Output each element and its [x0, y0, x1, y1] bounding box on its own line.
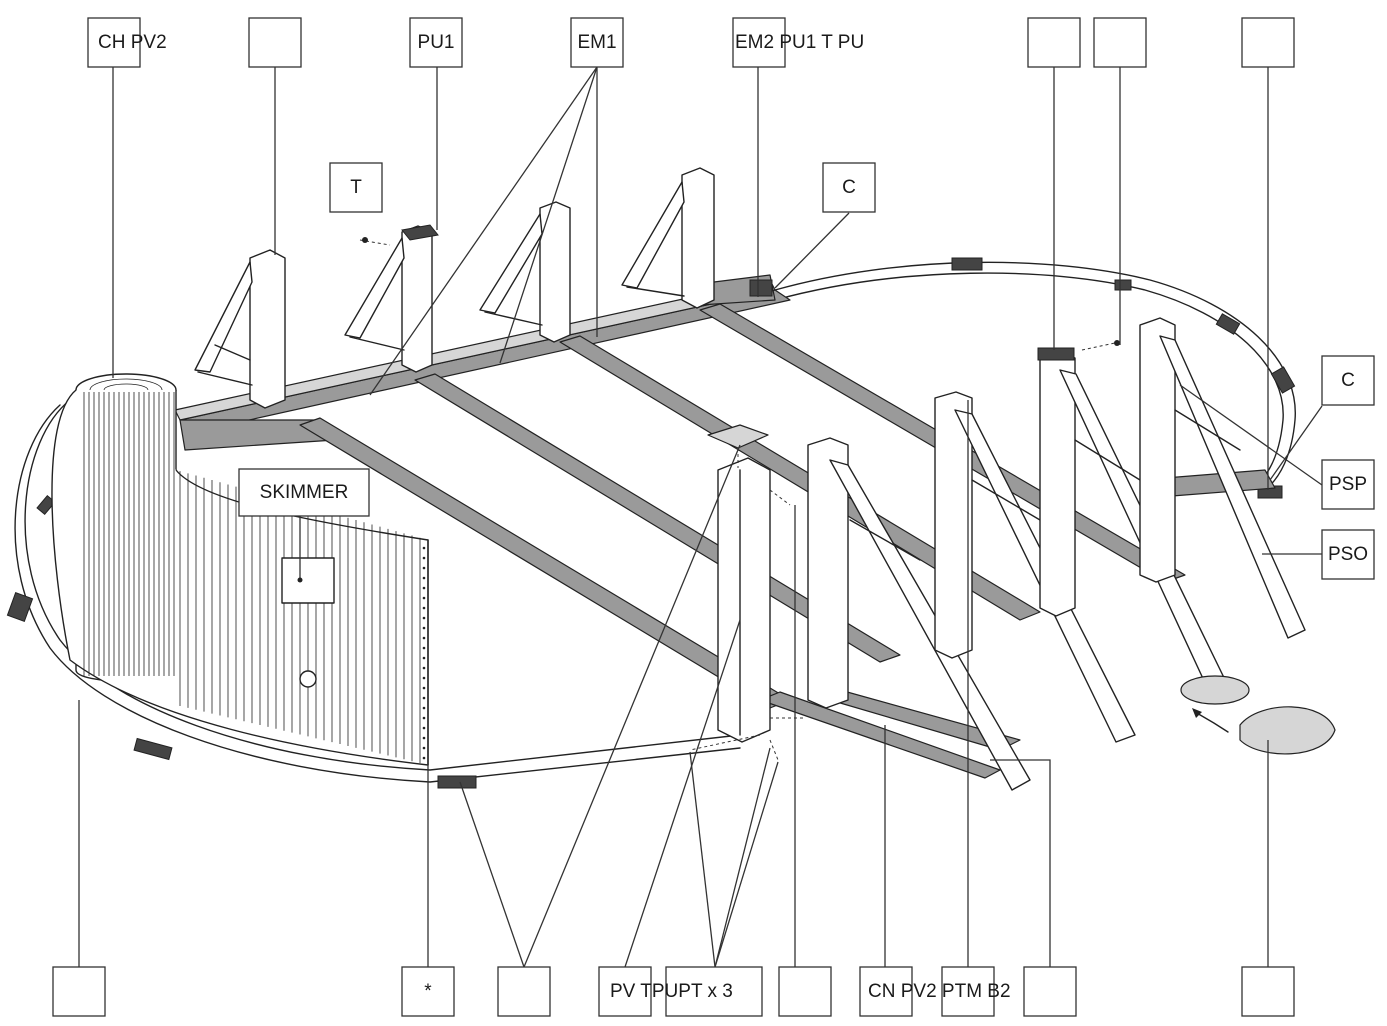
svg-text:PV TPUPT x 3: PV TPUPT x 3: [610, 981, 733, 1002]
pool-wall: [51, 373, 429, 766]
front-uprights: [807, 317, 1306, 791]
label-pso: PSO: [1321, 529, 1375, 580]
svg-text:CH PV2: CH PV2: [98, 32, 167, 53]
rivet-column: [422, 546, 426, 760]
label-bottom-blank-3: [778, 966, 832, 1017]
label-em1: EM1: [570, 17, 624, 68]
label-top-blank-4: [1241, 17, 1295, 68]
wall-stripes: [83, 392, 421, 764]
bottom-label-row: * PV TPUPT x 3 CN PV2 PTM B2: [52, 966, 1295, 1017]
label-bottom-blank-4: [1241, 966, 1295, 1017]
skimmer-point: [297, 577, 303, 583]
back-uprights: [194, 167, 715, 409]
label-top-blank-3: [1093, 17, 1147, 68]
svg-text:C: C: [1341, 370, 1355, 391]
svg-text:SKIMMER: SKIMMER: [260, 482, 349, 503]
side-labels: T C C PSP PSO SKIMMER: [238, 162, 1375, 580]
label-psp: PSP: [1321, 459, 1375, 510]
label-skimmer: SKIMMER: [238, 468, 370, 517]
svg-text:*: *: [424, 981, 432, 1002]
pool-drawing: [6, 167, 1336, 791]
label-em2-pu1-t-pu: EM2 PU1 T PU: [732, 17, 864, 68]
label-cn-pv2-ptm-b2: CN PV2 PTM B2: [859, 966, 1077, 1017]
screws: [359, 237, 1120, 351]
label-asterisk: *: [401, 966, 455, 1017]
svg-text:PU1: PU1: [418, 32, 455, 53]
label-bottom-blank-2: [497, 966, 551, 1017]
label-ch-pv2: CH PV2: [87, 17, 167, 68]
leader-lines: [78, 66, 1323, 968]
label-top-blank-2: [1027, 17, 1081, 68]
svg-text:C: C: [842, 177, 856, 198]
svg-text:EM2 PU1 T PU: EM2 PU1 T PU: [735, 32, 864, 53]
post-pv: [689, 424, 805, 761]
label-pu1: PU1: [409, 17, 463, 68]
label-top-blank-1: [248, 17, 302, 68]
label-pv-tpupt-x3: PV TPUPT x 3: [598, 966, 763, 1017]
label-bottom-blank-1: [52, 966, 106, 1017]
svg-text:CN PV2 PTM B2: CN PV2 PTM B2: [868, 981, 1011, 1002]
top-label-row: CH PV2 PU1 EM1 EM2 PU1 T PU: [87, 17, 1295, 68]
label-t: T: [329, 162, 383, 213]
top-rail: [174, 274, 791, 451]
label-c-right: C: [1321, 355, 1375, 406]
label-c-top: C: [822, 162, 876, 213]
svg-text:EM1: EM1: [577, 32, 616, 53]
svg-text:PSO: PSO: [1328, 544, 1368, 565]
svg-text:T: T: [350, 177, 362, 198]
svg-text:PSP: PSP: [1329, 474, 1367, 495]
foot-pads: [1180, 675, 1336, 755]
